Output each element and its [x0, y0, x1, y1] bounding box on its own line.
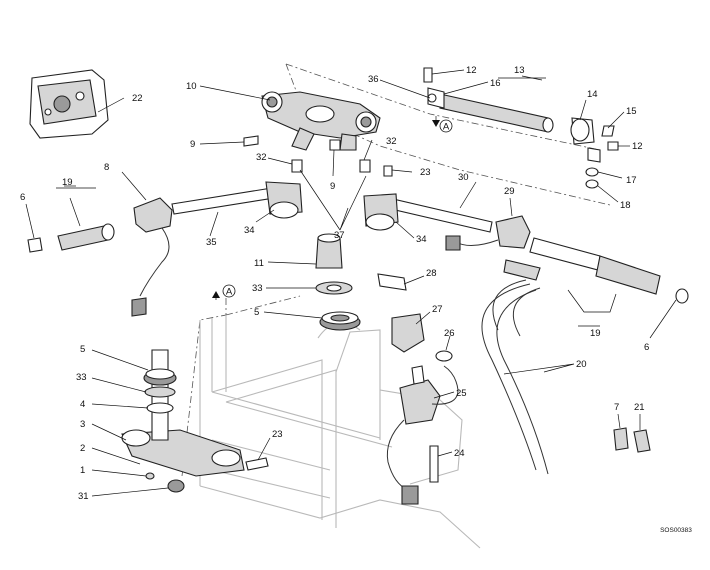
leader-lines [25, 69, 677, 497]
callout-9-left: 9 [190, 139, 195, 150]
callout-10: 10 [186, 81, 197, 92]
part-19-left-grip [27, 223, 115, 253]
part-33-lower-washer [144, 386, 176, 398]
callout-26: 26 [444, 328, 455, 339]
callout-36: 36 [368, 74, 379, 85]
callout-labels: 22 10 9 32 9 32 23 36 12 16 13 14 15 12 … [20, 65, 649, 502]
callout-34-left: 34 [244, 225, 255, 236]
small-bolts [243, 135, 393, 177]
part-8-left-switch [131, 197, 173, 317]
ref-marker-a-top: A [443, 122, 450, 133]
part-5-lower-bearing [143, 368, 177, 386]
part-1-screw [145, 472, 155, 480]
callout-6-left: 6 [20, 192, 25, 203]
part-25-ignition-switch [386, 365, 459, 505]
callout-22: 22 [132, 93, 143, 104]
part-21-key [633, 429, 651, 453]
callout-19-left: 19 [62, 177, 73, 188]
callout-16: 16 [490, 78, 501, 89]
callout-24: 24 [454, 448, 465, 459]
callout-13: 13 [514, 65, 525, 76]
callout-27: 27 [432, 304, 443, 315]
part-29-right-switch [445, 215, 531, 251]
part-4-seal [146, 402, 174, 414]
callout-5-center: 5 [254, 307, 259, 318]
part-35-left-clip-on [171, 181, 303, 219]
callout-8: 8 [104, 162, 109, 173]
callout-33-lower: 33 [76, 372, 87, 383]
callout-6-right: 6 [644, 342, 649, 353]
callout-28: 28 [426, 268, 437, 279]
callout-1: 1 [80, 465, 85, 476]
part-5-bearing [319, 311, 361, 331]
callout-25: 25 [456, 388, 467, 399]
part-33-washer [315, 281, 353, 295]
callout-18: 18 [620, 200, 631, 211]
callout-19-right: 19 [590, 328, 601, 339]
callout-29: 29 [504, 186, 515, 197]
callout-23-bottom: 23 [272, 429, 283, 440]
callout-37: 37 [334, 230, 345, 241]
part-26-ring [435, 350, 453, 362]
part-20-throttle-cables [481, 279, 549, 475]
callout-33-center: 33 [252, 283, 263, 294]
callout-21: 21 [634, 402, 645, 413]
callout-4: 4 [80, 399, 85, 410]
callout-11: 11 [254, 258, 264, 269]
ref-marker-a-bottom: A [226, 287, 233, 298]
frame-outline [199, 315, 481, 549]
part-31-cap [167, 479, 185, 493]
callout-7: 7 [614, 402, 619, 413]
callout-34-right: 34 [416, 234, 427, 245]
callout-30: 30 [458, 172, 469, 183]
callout-31: 31 [78, 491, 89, 502]
part-11-nut [315, 233, 343, 269]
part-10-top-yoke [261, 91, 381, 151]
reference-marker-a: A A [212, 116, 453, 300]
drawing-code: SOS00383 [660, 527, 692, 534]
part-23-bolt [245, 457, 269, 471]
callout-32-right: 32 [386, 136, 397, 147]
part-28-bracket [377, 273, 407, 291]
callout-12-right: 12 [632, 141, 643, 152]
callout-20: 20 [576, 359, 587, 370]
callout-12-top: 12 [466, 65, 477, 76]
part-7-key [613, 427, 629, 451]
callout-23-top: 23 [420, 167, 431, 178]
part-30-right-clip-on [363, 193, 493, 233]
part-19-right-throttle-grip [503, 237, 689, 304]
callout-9-center: 9 [330, 181, 335, 192]
part-13-steering-damper [423, 67, 619, 189]
callout-2: 2 [80, 443, 85, 454]
part-27-cover [391, 313, 425, 353]
part-24-bolt [429, 445, 439, 483]
callout-17: 17 [626, 175, 637, 186]
part-22-bracket-inset [29, 69, 109, 139]
callout-14: 14 [587, 89, 598, 100]
callout-3: 3 [80, 419, 85, 430]
callout-5-lower: 5 [80, 344, 85, 355]
callout-15: 15 [626, 106, 637, 117]
callout-32-left: 32 [256, 152, 267, 163]
callout-35: 35 [206, 237, 217, 248]
